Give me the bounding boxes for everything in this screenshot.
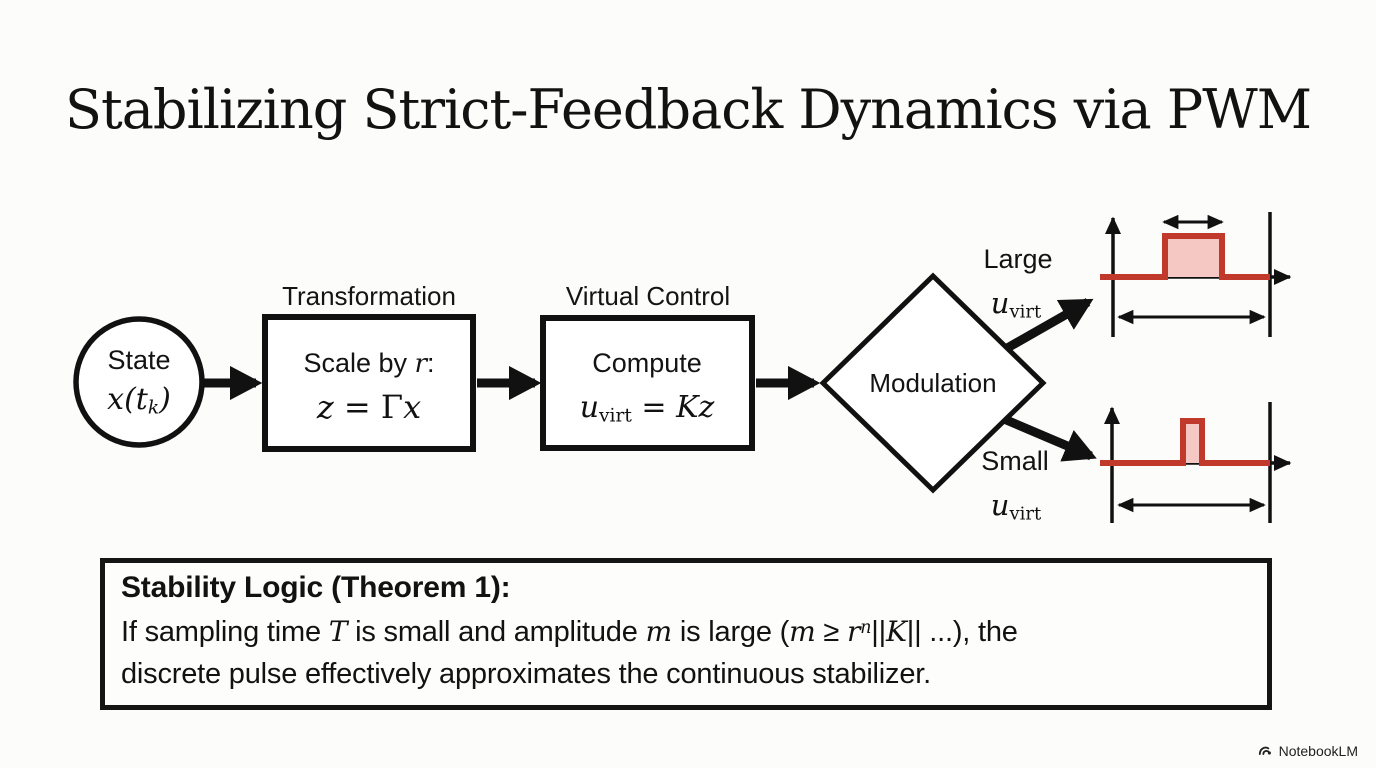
virtual-control-box xyxy=(540,315,755,451)
large-pulse-plot xyxy=(1100,212,1292,337)
large-pulse-waveform xyxy=(1100,233,1270,280)
small-branch-uvirt: uvirt xyxy=(990,488,1042,525)
state-label: State xyxy=(107,345,171,375)
virtual-control-caption: Virtual Control xyxy=(565,281,731,311)
notebooklm-logo-icon xyxy=(1258,746,1271,755)
watermark-label: NotebookLM xyxy=(1278,742,1358,759)
modulation-diamond xyxy=(819,272,1047,494)
arrow-modulation-to-large xyxy=(999,298,1094,355)
theorem-line2: If sampling time T is small and amplitud… xyxy=(121,615,1018,648)
transformation-line1: Scale by r: xyxy=(303,348,435,379)
small-pulse-waveform xyxy=(1100,418,1270,466)
theorem-line3: discrete pulse effectively approximates … xyxy=(121,658,931,690)
theorem-heading: Stability Logic (Theorem 1): xyxy=(121,571,511,604)
state-circle xyxy=(73,316,205,448)
stability-logic-box: Stability Logic (Theorem 1): If sampling… xyxy=(100,558,1272,710)
large-branch-uvirt: uvirt xyxy=(990,286,1042,323)
large-branch-label: Large xyxy=(983,244,1053,274)
arrow-modulation-to-small xyxy=(1002,414,1097,462)
notebooklm-watermark: NotebookLM xyxy=(1257,742,1358,759)
transformation-caption: Transformation xyxy=(282,281,456,311)
transformation-formula: z = Γx xyxy=(316,388,422,426)
virtual-control-formula: uvirt = Kz xyxy=(579,390,715,427)
modulation-label: Modulation xyxy=(869,368,997,398)
small-pulse-fill xyxy=(1183,421,1202,463)
small-pulse-plot xyxy=(1100,402,1292,523)
page-title: Stabilizing Strict-Feedback Dynamics via… xyxy=(65,78,1312,141)
small-branch-label: Small xyxy=(981,446,1049,476)
state-math: x(tk) xyxy=(107,382,171,419)
virtual-control-line1: Compute xyxy=(592,348,702,378)
transformation-box xyxy=(262,314,476,452)
large-pulse-fill xyxy=(1165,236,1222,277)
